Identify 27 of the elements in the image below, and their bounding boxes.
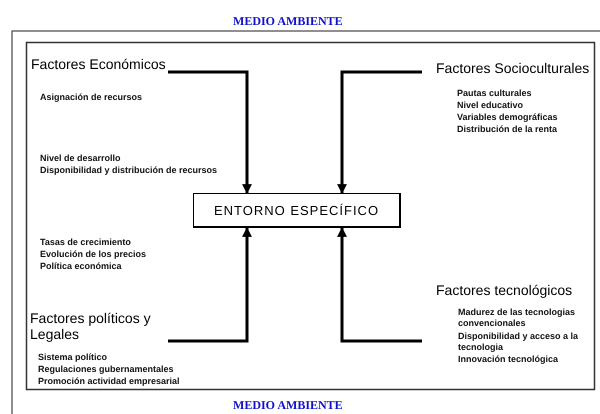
- environment-title: MEDIO AMBIENTE: [233, 398, 343, 413]
- factor-item: Promoción actividad empresarial: [38, 376, 180, 387]
- factor-item: Evolución de los precios: [40, 249, 146, 260]
- factor-heading: Factores Socioculturales: [422, 60, 600, 76]
- factor-heading: Factores políticos y Legales: [30, 310, 168, 342]
- factor-heading: Factores Económicos: [31, 56, 168, 72]
- arrow: [337, 70, 422, 194]
- factor-item: Disponibilidad y acceso a la tecnologia: [458, 331, 580, 353]
- factor-item: Sistema político: [38, 352, 108, 363]
- arrow: [168, 70, 252, 194]
- factor-item: Innovación tecnológica: [458, 354, 558, 365]
- factor-item: Nivel educativo: [457, 100, 524, 111]
- factor-item: Política económica: [40, 261, 122, 272]
- factor-item: Distribución de la renta: [457, 124, 558, 135]
- factor-item: Regulaciones gubernamentales: [38, 364, 174, 375]
- central-box: ENTORNO ESPECÍFICO: [193, 193, 401, 228]
- factor-item: Madurez de las tecnologias convencionales: [458, 307, 576, 329]
- factor-item: Nivel de desarrollo: [40, 153, 121, 164]
- arrow: [168, 227, 252, 342]
- factor-item: Asignación de recursos: [40, 92, 142, 103]
- factor-item: Pautas culturales: [457, 88, 532, 99]
- factor-heading: Factores tecnológicos: [422, 282, 600, 298]
- factor-item: Variables demográficas: [457, 112, 558, 123]
- environment-title: MEDIO AMBIENTE: [233, 14, 343, 29]
- factor-item: Disponibilidad y distribución de recursos: [40, 165, 218, 176]
- factor-item: Tasas de crecimiento: [40, 237, 131, 248]
- arrow: [337, 227, 422, 342]
